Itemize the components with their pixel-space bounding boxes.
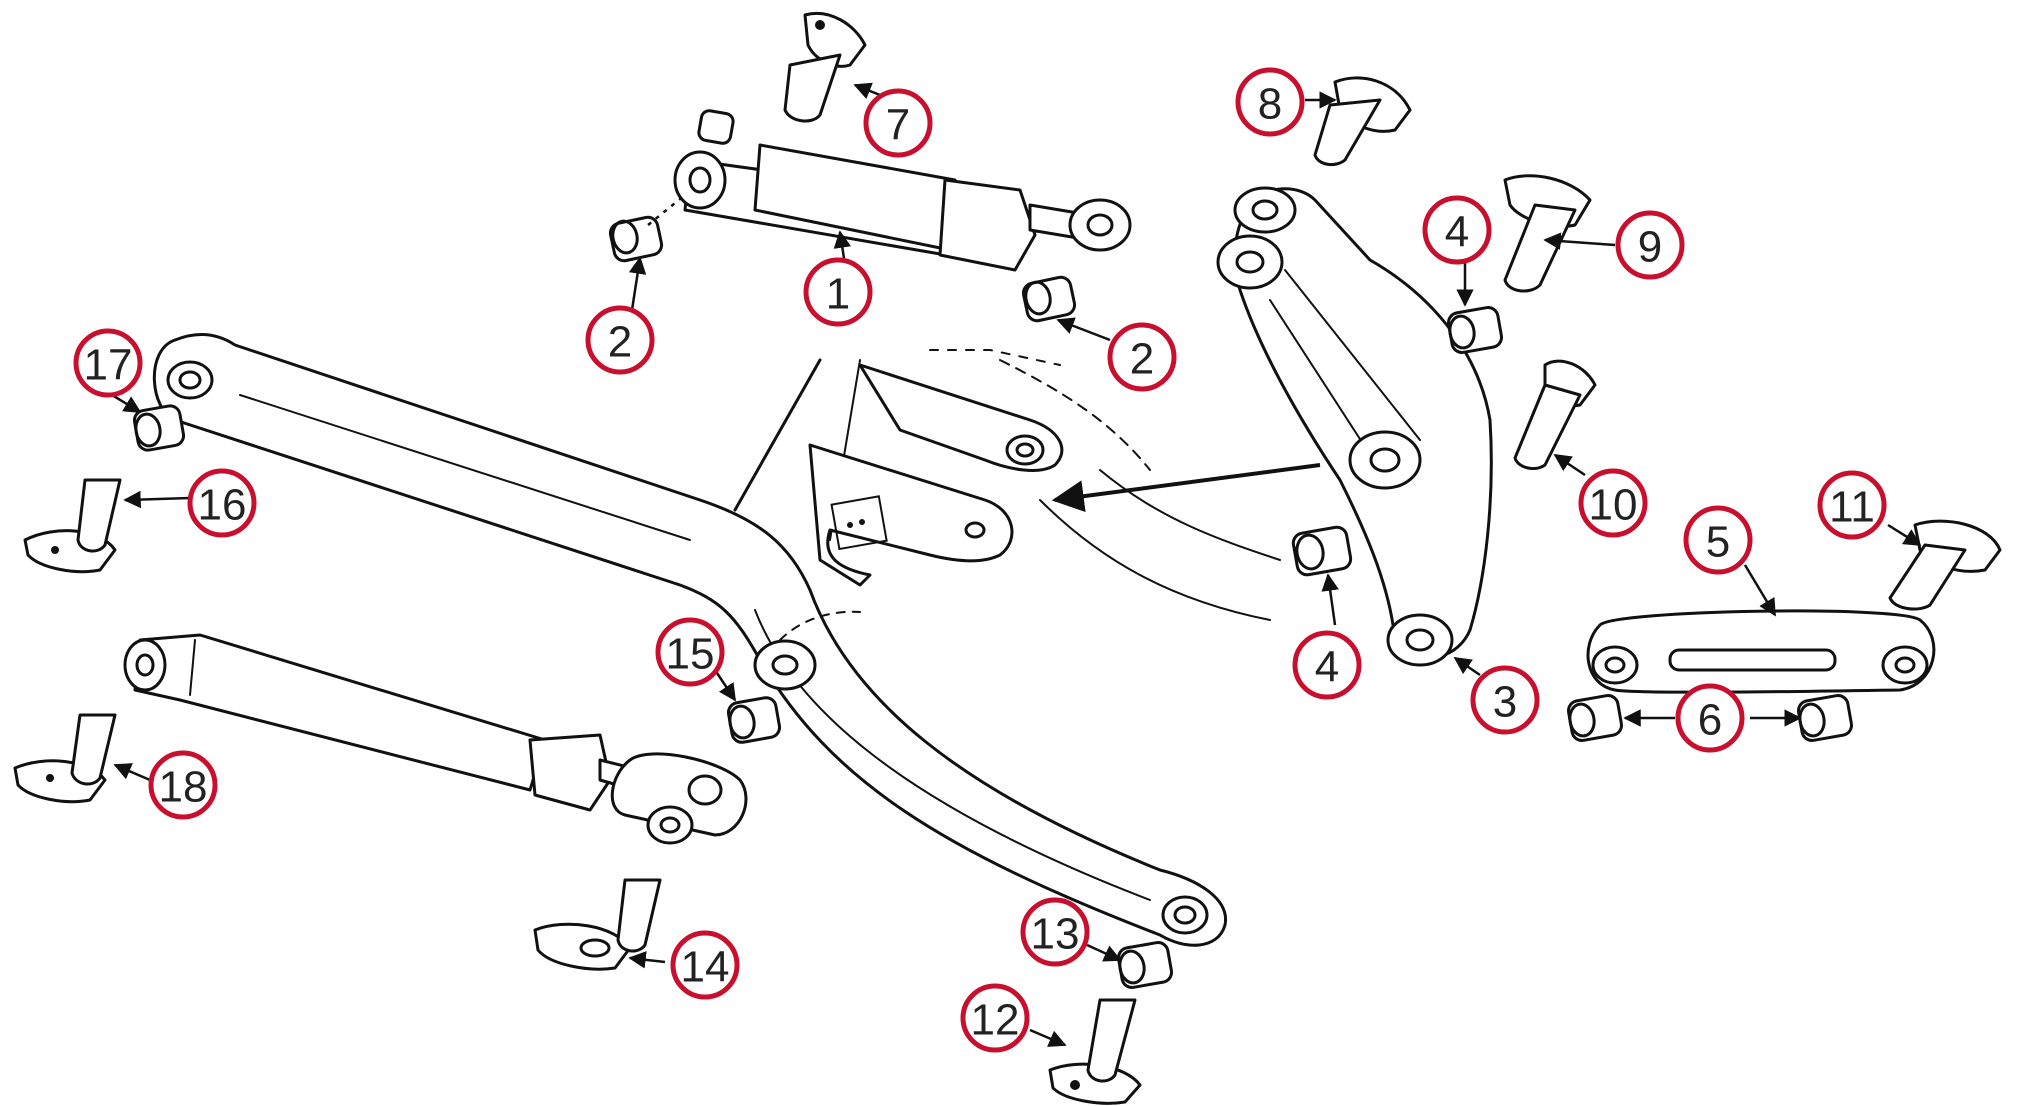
callout-17: 17 [73,328,143,398]
svg-text:12: 12 [971,996,1020,1045]
callout-6: 6 [1675,683,1745,753]
svg-text:1: 1 [826,270,850,319]
svg-text:4: 4 [1445,208,1469,257]
svg-text:15: 15 [666,630,715,679]
svg-text:8: 8 [1258,80,1282,129]
loader-boom-arm [152,333,1228,947]
svg-text:9: 9 [1638,223,1662,272]
callout-8: 8 [1235,67,1305,137]
bushing-pair [1566,694,1854,742]
callout-2: 2 [585,305,655,375]
cylinder-bushing-left [608,194,686,263]
callout-18: 18 [148,750,218,820]
svg-text:16: 16 [198,481,247,530]
svg-text:3: 3 [1493,678,1517,727]
link-bar [1586,609,1936,694]
svg-text:2: 2 [608,318,632,367]
callout-10: 10 [1578,468,1648,538]
bushing-upper [1446,306,1504,354]
svg-text:4: 4 [1315,643,1339,692]
leader-lines [111,82,1922,1047]
tilt-cylinder [123,633,748,845]
bellcrank-lever [1216,186,1493,667]
frame-mounting-bracket [733,349,1281,641]
svg-text:7: 7 [886,101,910,150]
pivot-pin-top [783,12,867,123]
svg-text:17: 17 [84,341,133,390]
svg-text:13: 13 [1031,910,1080,959]
svg-text:6: 6 [1698,696,1722,745]
callout-12: 12 [960,983,1030,1053]
callout-4: 4 [1422,195,1492,265]
pivot-pin-bellcrank-top [1313,76,1412,167]
pivot-pin-9 [1503,174,1592,293]
svg-text:14: 14 [681,943,730,992]
callouts: 1 2 2 3 4 4 5 6 7 8 9 10 11 12 13 14 15 … [73,67,1887,1053]
bushing-17 [132,404,186,452]
svg-text:18: 18 [159,763,208,812]
callout-4: 4 [1292,630,1362,700]
callout-3: 3 [1470,665,1540,735]
pivot-pin-18 [13,713,117,804]
bushing-13 [1116,941,1174,989]
callout-5: 5 [1683,505,1753,575]
pivot-pin-11 [1888,519,2002,611]
callout-14: 14 [670,930,740,1000]
callout-13: 13 [1020,897,1090,967]
callout-16: 16 [187,468,257,538]
pivot-pin-14 [533,878,662,971]
pivot-pin-12 [1048,998,1142,1105]
bushing-15 [726,696,782,744]
callout-15: 15 [655,617,725,687]
svg-text:10: 10 [1589,481,1638,530]
bushing-lower [1291,525,1353,577]
assembly-direction-arrow [1051,463,1321,513]
svg-text:2: 2 [1130,335,1154,384]
lift-cylinder [673,109,1132,272]
callout-2: 2 [1107,322,1177,392]
cylinder-bushing-right [1021,275,1077,323]
callout-11: 11 [1817,470,1887,540]
callout-9: 9 [1615,210,1685,280]
pivot-pin-16 [23,478,122,574]
svg-text:11: 11 [1829,483,1875,532]
callout-1: 1 [803,257,873,327]
pivot-pin-10 [1513,359,1597,470]
svg-text:5: 5 [1706,518,1730,567]
callout-7: 7 [863,88,933,158]
